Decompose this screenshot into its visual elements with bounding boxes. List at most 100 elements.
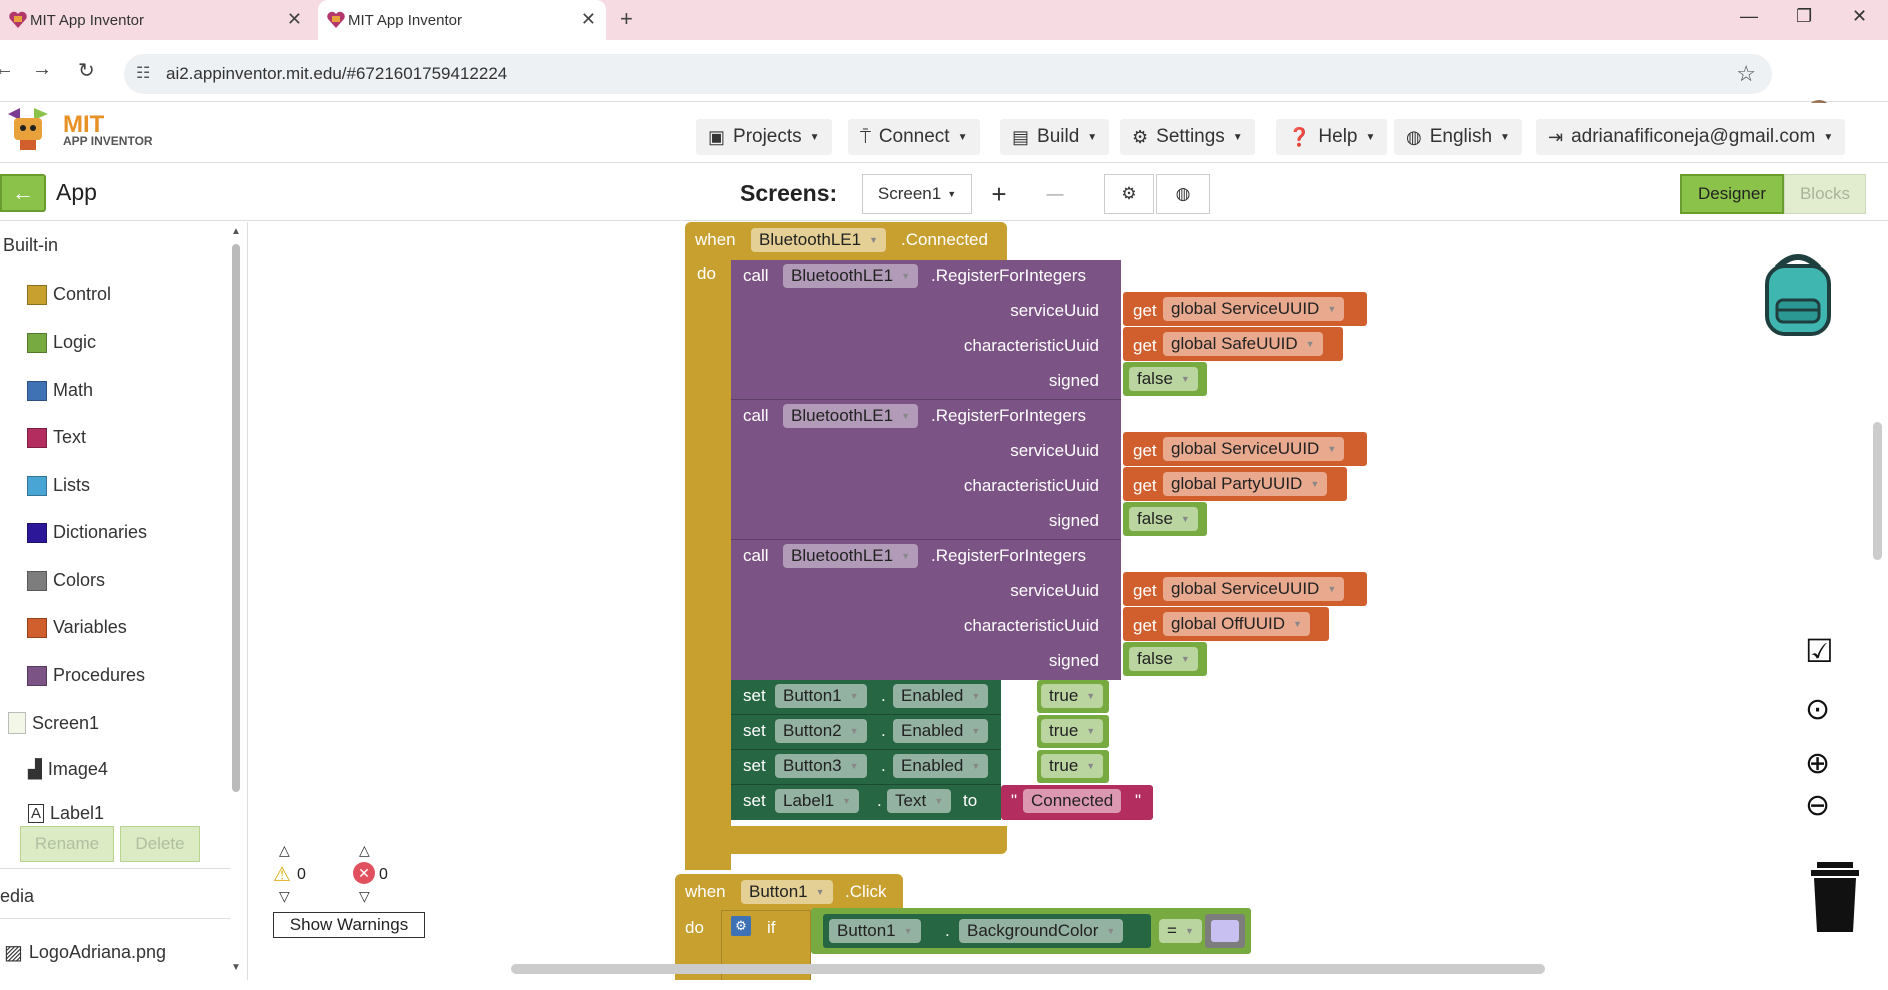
category-dictionaries[interactable]: Dictionaries [27, 522, 147, 543]
component-dropdown[interactable]: BluetoothLE1▼ [783, 264, 919, 288]
browser-tab[interactable]: MIT App Inventor ✕ [0, 0, 312, 40]
category-colors[interactable]: Colors [27, 570, 105, 591]
blocks-workspace[interactable]: when BluetoothLE1▼ .Connected do call Bl… [249, 222, 1888, 980]
mutator-gear-icon[interactable]: ⚙ [731, 916, 751, 936]
category-variables[interactable]: Variables [27, 617, 127, 638]
category-control[interactable]: Control [27, 284, 111, 305]
zoom-in-icon[interactable]: ⊕ [1805, 747, 1831, 780]
settings-menu[interactable]: ⚙Settings▼ [1120, 119, 1255, 155]
connect-menu[interactable]: ⍑Connect▼ [848, 119, 980, 155]
menu-label: English [1429, 126, 1493, 147]
account-menu[interactable]: ⇥adrianafificoneja@gmail.com▼ [1536, 119, 1846, 155]
project-properties-button[interactable]: ⚙ [1104, 174, 1154, 214]
projects-menu[interactable]: ▣Projects▼ [696, 119, 832, 155]
rename-button[interactable]: Rename [20, 826, 114, 862]
variable-dropdown[interactable]: global ServiceUUID▼ [1163, 577, 1345, 601]
boolean-dropdown[interactable]: true▼ [1041, 684, 1104, 708]
warning-up-icon[interactable]: △ [279, 842, 290, 858]
variable-dropdown[interactable]: global OffUUID▼ [1163, 612, 1310, 636]
horizontal-scrollbar[interactable] [511, 964, 1545, 974]
globe-icon: ◍ [1175, 184, 1191, 203]
boolean-dropdown[interactable]: false▼ [1129, 507, 1198, 531]
minimize-icon[interactable]: — [1740, 6, 1758, 26]
screen-dropdown[interactable]: Screen1▼ [862, 174, 972, 214]
category-text[interactable]: Text [27, 427, 86, 448]
trash-icon[interactable] [1809, 862, 1861, 932]
variable-dropdown[interactable]: global PartyUUID▼ [1163, 472, 1328, 496]
back-icon[interactable]: ← [0, 58, 14, 80]
language-menu[interactable]: ◍English▼ [1394, 119, 1522, 155]
backpack-icon[interactable] [1755, 250, 1841, 338]
variable-dropdown[interactable]: global SafeUUID▼ [1163, 332, 1323, 356]
reload-icon[interactable]: ↻ [78, 60, 95, 82]
to-label: to [1003, 756, 1018, 775]
variable-dropdown[interactable]: global ServiceUUID▼ [1163, 297, 1345, 321]
checkbox-icon[interactable]: ☑ [1805, 633, 1834, 669]
restore-icon[interactable]: ❐ [1796, 6, 1813, 26]
error-up-icon[interactable]: △ [359, 842, 370, 858]
designer-button[interactable]: Designer [1680, 174, 1784, 214]
forward-icon[interactable]: → [32, 58, 52, 80]
color-swatch[interactable] [1211, 920, 1239, 942]
media-file[interactable]: ▨LogoAdriana.png [4, 940, 166, 965]
category-procedures[interactable]: Procedures [27, 665, 145, 686]
category-lists[interactable]: Lists [27, 475, 90, 496]
property-dropdown[interactable]: Text▼ [887, 789, 952, 813]
close-tab-icon[interactable]: ✕ [286, 9, 302, 29]
warning-down-icon[interactable]: ▽ [279, 888, 290, 904]
browser-tab-active[interactable]: MIT App Inventor ✕ [318, 0, 606, 40]
window-close-icon[interactable]: ✕ [1852, 6, 1868, 26]
new-tab-icon[interactable]: + [620, 6, 633, 31]
param-label: signed [1048, 511, 1099, 530]
scroll-up-icon[interactable]: ▲ [231, 226, 241, 237]
error-down-icon[interactable]: ▽ [359, 888, 370, 904]
text-value-field[interactable]: Connected [1023, 789, 1122, 813]
component-dropdown[interactable]: Button2▼ [775, 719, 867, 743]
close-tab-icon[interactable]: ✕ [580, 9, 596, 29]
bookmark-star-icon[interactable]: ☆ [1736, 61, 1756, 86]
property-dropdown[interactable]: Enabled▼ [893, 754, 989, 778]
dot-label: . [945, 921, 950, 940]
back-button[interactable]: ← [0, 174, 46, 212]
image-file-icon: ▨ [4, 942, 23, 964]
boolean-dropdown[interactable]: false▼ [1129, 647, 1198, 671]
property-dropdown[interactable]: Enabled▼ [893, 684, 989, 708]
property-dropdown[interactable]: BackgroundColor▼ [959, 919, 1124, 943]
component-dropdown[interactable]: Button1▼ [741, 880, 833, 904]
boolean-dropdown[interactable]: true▼ [1041, 719, 1104, 743]
scroll-down-icon[interactable]: ▼ [231, 962, 241, 973]
component-dropdown[interactable]: Button1▼ [775, 684, 867, 708]
component-screen1[interactable]: Screen1 [8, 712, 99, 734]
help-menu[interactable]: ❓Help▼ [1276, 119, 1388, 155]
blocks-button[interactable]: Blocks [1784, 174, 1866, 214]
sidebar-scrollbar[interactable] [232, 244, 240, 792]
operator-dropdown[interactable]: =▼ [1159, 919, 1202, 943]
delete-button[interactable]: Delete [120, 826, 200, 862]
recenter-icon[interactable]: ⊙ [1805, 693, 1831, 726]
variable-dropdown[interactable]: global ServiceUUID▼ [1163, 437, 1345, 461]
component-dropdown[interactable]: BluetoothLE1▼ [783, 544, 919, 568]
component-dropdown[interactable]: BluetoothLE1▼ [783, 404, 919, 428]
zoom-out-icon[interactable]: ⊖ [1805, 789, 1831, 822]
component-dropdown[interactable]: Button1▼ [829, 919, 921, 943]
component-dropdown[interactable]: Button3▼ [775, 754, 867, 778]
add-screen-button[interactable]: + [976, 174, 1022, 214]
boolean-dropdown[interactable]: false▼ [1129, 367, 1198, 391]
build-menu[interactable]: ▤Build▼ [1000, 119, 1110, 155]
property-dropdown[interactable]: Enabled▼ [893, 719, 989, 743]
set-text-block[interactable] [731, 785, 1001, 820]
component-dropdown[interactable]: BluetoothLE1▼ [751, 228, 887, 252]
vertical-scrollbar[interactable] [1873, 422, 1882, 560]
globe-button[interactable]: ◍ [1156, 174, 1210, 214]
url-bar[interactable]: ☷ ai2.appinventor.mit.edu/#6721601759412… [124, 54, 1772, 94]
component-dropdown[interactable]: Label1▼ [775, 789, 859, 813]
boolean-dropdown[interactable]: true▼ [1041, 754, 1104, 778]
site-settings-icon[interactable]: ☷ [136, 65, 151, 82]
component-image4[interactable]: ▟Image4 [28, 759, 108, 780]
remove-screen-button[interactable]: — [1032, 174, 1078, 214]
category-logic[interactable]: Logic [27, 332, 96, 353]
category-math[interactable]: Math [27, 380, 93, 401]
show-warnings-button[interactable]: Show Warnings [273, 912, 425, 938]
chevron-down-icon: ▼ [947, 189, 957, 199]
